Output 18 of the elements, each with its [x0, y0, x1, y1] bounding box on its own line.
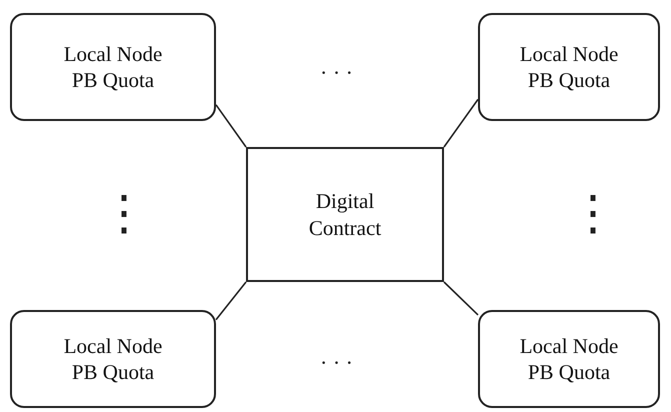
connector-line [215, 282, 247, 320]
contract-box [246, 147, 444, 282]
node-label: Local Node PB Quota [62, 40, 164, 94]
node-box [10, 310, 216, 408]
node-box [478, 13, 660, 121]
horizontal-ellipsis: · · · [320, 62, 353, 84]
node-box [478, 310, 660, 408]
node-label: Local Node PB Quota [518, 40, 620, 94]
node-box [10, 13, 216, 121]
node-label: Local Node PB Quota [62, 332, 164, 386]
connector-line [443, 98, 479, 148]
node-label: Digital Contract [308, 188, 382, 241]
vertical-ellipsis: ⋮ [100, 190, 148, 238]
connector-line [443, 281, 479, 316]
connector-line [215, 104, 247, 148]
vertical-ellipsis: ⋮ [569, 190, 617, 238]
horizontal-ellipsis: · · · [320, 352, 353, 374]
node-label: Local Node PB Quota [518, 332, 620, 386]
